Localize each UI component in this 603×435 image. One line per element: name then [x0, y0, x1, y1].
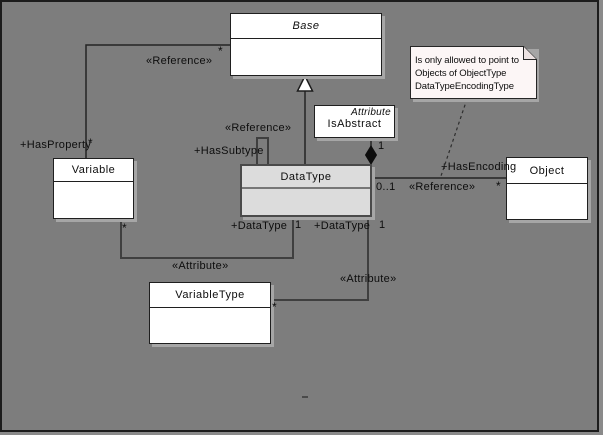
- multiplicity-attribute-left-target: 1: [295, 219, 302, 231]
- note-text: Is only allowed to point to Objects of O…: [415, 54, 519, 93]
- multiplicity-hasproperty-source: *: [218, 44, 223, 58]
- class-variabletype-title: VariableType: [150, 283, 270, 308]
- note-shape: [410, 46, 539, 102]
- stereotype-reference-hassubtype: «Reference»: [225, 122, 292, 134]
- multiplicity-hasencoding-target: *: [496, 179, 501, 193]
- note-body: [410, 46, 537, 99]
- role-datatype-right: +DataType: [314, 220, 371, 232]
- role-hassubtype: +HasSubtype: [194, 145, 264, 157]
- multiplicity-hasencoding-source: 0..1: [376, 181, 396, 193]
- attribute-right-connector: [271, 217, 369, 301]
- generalization-triangle-icon: [296, 74, 314, 92]
- class-variable: Variable: [53, 158, 134, 219]
- stereotype-reference-hasencoding: «Reference»: [409, 181, 476, 193]
- class-variabletype: VariableType: [149, 282, 271, 344]
- class-base-title: Base: [231, 14, 381, 39]
- class-object: Object: [506, 157, 588, 220]
- multiplicity-attribute-right-target: 1: [379, 219, 386, 231]
- class-datatype: DataType: [240, 164, 372, 217]
- multiplicity-attribute-right-source: *: [272, 300, 277, 314]
- attribute-isabstract-stereotype: Attribute: [351, 107, 391, 118]
- attribute-isabstract-box: Attribute IsAbstract: [314, 105, 395, 138]
- stereotype-attribute-right: «Attribute»: [340, 273, 397, 285]
- note-anchor-dashed-line: [440, 98, 468, 177]
- multiplicity-hasproperty-target: *: [88, 136, 93, 150]
- note-line-3: DataTypeEncodingType: [415, 81, 514, 92]
- attribute-isabstract-name: IsAbstract: [327, 118, 382, 130]
- role-hasproperty: +HasProperty: [20, 139, 92, 151]
- class-object-title: Object: [507, 158, 587, 184]
- stereotype-attribute-left: «Attribute»: [172, 260, 229, 272]
- attribute-left-connector: [120, 217, 294, 259]
- class-datatype-title: DataType: [242, 166, 370, 189]
- role-datatype-left: +DataType: [231, 220, 288, 232]
- hasproperty-connector: [85, 44, 230, 158]
- class-variable-title: Variable: [54, 159, 133, 182]
- multiplicity-attribute-left-source: *: [122, 221, 127, 235]
- multiplicity-composition: 1: [378, 140, 385, 152]
- hassubtype-loop-connector: [256, 137, 269, 164]
- class-base: Base: [230, 13, 382, 76]
- note-line-2: Objects of ObjectType: [415, 68, 507, 79]
- role-hasencoding: +HasEncoding: [441, 161, 517, 173]
- composition-diamond-icon: [364, 145, 378, 165]
- note-fold-icon: [523, 46, 537, 60]
- note-line-1: Is only allowed to point to: [415, 55, 519, 66]
- stereotype-reference-hasproperty: «Reference»: [146, 55, 213, 67]
